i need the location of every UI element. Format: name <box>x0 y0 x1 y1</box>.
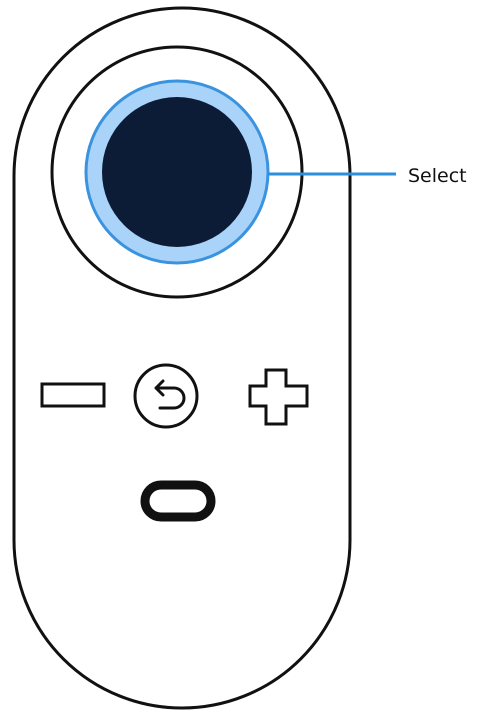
back-button-circle <box>135 365 197 427</box>
select-label: Select <box>408 162 467 190</box>
minus-icon[interactable] <box>42 384 104 406</box>
select-button[interactable] <box>102 97 252 247</box>
back-button[interactable] <box>135 365 197 427</box>
home-button[interactable] <box>145 485 211 517</box>
